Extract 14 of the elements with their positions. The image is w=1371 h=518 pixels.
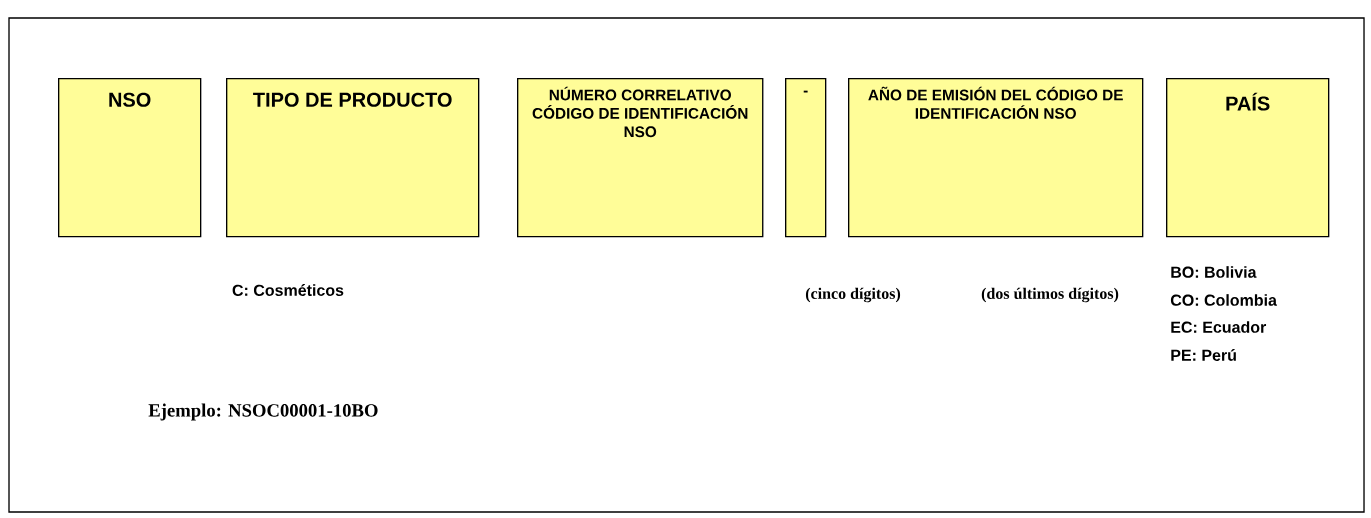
label-box: AÑO DE EMISIÓN DEL CÓDIGO DE IDENTIFICACIÓN NSO — [848, 78, 1144, 238]
label-text: EC: Ecuador — [1171, 321, 1267, 333]
label-box: - — [785, 78, 827, 238]
label-text: Ejemplo: NSOC00001-10BO — [148, 403, 378, 421]
label-box: NSO — [58, 78, 202, 238]
label-box: NÚMERO CORRELATIVO CÓDIGO DE IDENTIFICACIÓN NSO — [517, 78, 764, 238]
label-box: TIPO DE PRODUCTO — [226, 78, 480, 238]
label-text: BO: Bolivia — [1171, 266, 1257, 278]
label-text: (dos últimos dígitos) — [981, 287, 1119, 303]
label-text: PE: Perú — [1171, 349, 1236, 361]
label-text: C: Cosméticos — [232, 284, 344, 296]
label-text: CO: Colombia — [1170, 294, 1278, 306]
label-box: PAÍS — [1166, 78, 1330, 238]
label-text: (cinco dígitos) — [805, 287, 901, 303]
